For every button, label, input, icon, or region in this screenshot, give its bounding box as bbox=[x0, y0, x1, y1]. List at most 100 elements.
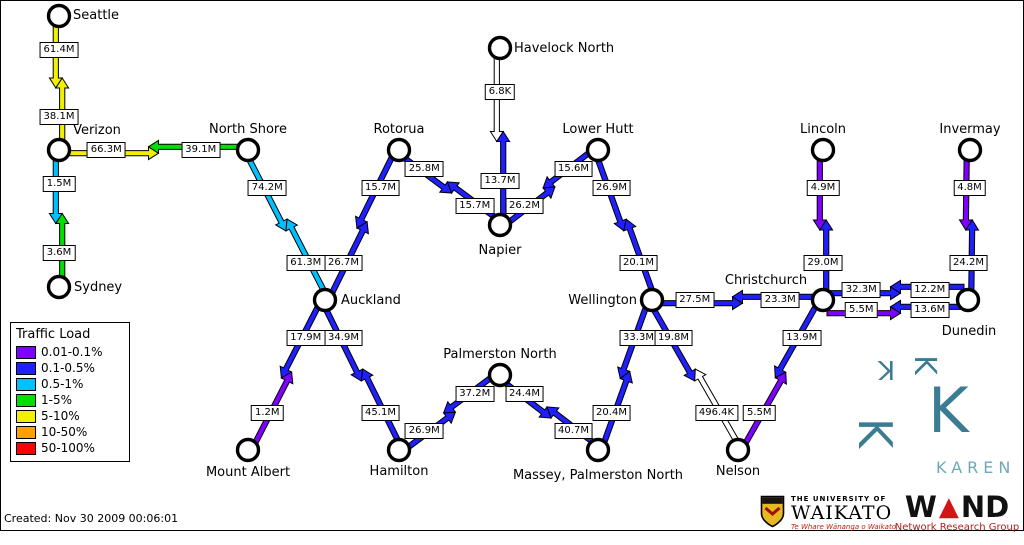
legend-row: 50-100% bbox=[16, 442, 124, 455]
node-label-palmerston-north: Palmerston North bbox=[443, 347, 557, 362]
node-hamilton[interactable] bbox=[386, 437, 412, 463]
node-lower-hutt[interactable] bbox=[585, 137, 611, 163]
waikato-wordmark: WAIKATO bbox=[791, 502, 893, 524]
legend-label: 0.1-0.5% bbox=[41, 361, 95, 375]
legend-swatch-icon bbox=[16, 378, 36, 391]
node-label-massey-palmerston-north: Massey, Palmerston North bbox=[512, 468, 684, 483]
node-sydney[interactable] bbox=[46, 274, 72, 300]
link-label-invermay-dunedin[interactable]: 4.8M bbox=[953, 179, 986, 196]
karen-logo: K K K K KAREN bbox=[848, 348, 1020, 486]
link-label-wellington-massey-palmerston-north[interactable]: 20.4M bbox=[592, 404, 631, 421]
link-label-wellington-massey-palmerston-north[interactable]: 33.3M bbox=[619, 329, 658, 346]
legend-rows: 0.01-0.1%0.1-0.5%0.5-1%1-5%5-10%10-50%50… bbox=[16, 346, 124, 455]
link-label-havelock-north-napier[interactable]: 13.7M bbox=[480, 172, 520, 189]
legend-swatch-icon bbox=[16, 346, 36, 359]
waikato-line1: THE UNIVERSITY OF bbox=[791, 495, 887, 503]
link-label-rotorua-napier[interactable]: 15.7M bbox=[455, 198, 495, 215]
node-label-north-shore: North Shore bbox=[209, 122, 287, 137]
link-label-wellington-nelson[interactable]: 496.4K bbox=[694, 404, 739, 421]
link-label-christchurch-nelson[interactable]: 5.5M bbox=[742, 404, 776, 421]
traffic-load-legend: Traffic Load 0.01-0.1%0.1-0.5%0.5-1%1-5%… bbox=[10, 322, 130, 462]
link-label-christchurch-dunedin[interactable]: 12.2M bbox=[910, 282, 950, 298]
link-label-verizon-sydney[interactable]: 3.6M bbox=[42, 244, 76, 261]
karen-k-glyph-icon: K bbox=[848, 417, 903, 449]
link-label-verizon-sydney[interactable]: 1.5M bbox=[42, 176, 76, 193]
legend-swatch-icon bbox=[16, 362, 36, 375]
legend-row: 0.01-0.1% bbox=[16, 346, 124, 359]
link-label-invermay-dunedin[interactable]: 24.2M bbox=[949, 254, 988, 271]
link-label-wellington-nelson[interactable]: 19.8M bbox=[654, 329, 693, 346]
link-label-auckland-hamilton[interactable]: 34.9M bbox=[324, 329, 363, 346]
node-havelock-north[interactable] bbox=[487, 35, 513, 61]
link-label-north-shore-auckland[interactable]: 61.3M bbox=[286, 254, 326, 271]
waikato-text-block: THE UNIVERSITY OF WAIKATO Te Whare Wānan… bbox=[791, 495, 896, 531]
link-label-palmerston-north-massey-palmerston-north[interactable]: 24.4M bbox=[505, 385, 544, 402]
legend-label: 50-100% bbox=[41, 441, 95, 455]
node-label-christchurch: Christchurch bbox=[724, 273, 808, 288]
waikato-crest-icon bbox=[760, 495, 785, 528]
node-napier[interactable] bbox=[487, 212, 513, 238]
link-label-rotorua-auckland[interactable]: 26.7M bbox=[324, 254, 363, 271]
node-christchurch[interactable] bbox=[810, 287, 836, 313]
link-label-hamilton-palmerston-north[interactable]: 26.9M bbox=[404, 423, 444, 440]
node-auckland[interactable] bbox=[312, 287, 338, 313]
link-label-north-shore-auckland[interactable]: 74.2M bbox=[247, 179, 287, 196]
node-label-lower-hutt: Lower Hutt bbox=[562, 122, 634, 137]
link-label-seattle-verizon[interactable]: 61.4M bbox=[39, 41, 79, 58]
link-label-lincoln-christchurch[interactable]: 29.0M bbox=[803, 254, 843, 271]
legend-swatch-icon bbox=[16, 426, 36, 439]
link-label-lincoln-christchurch[interactable]: 4.9M bbox=[806, 179, 840, 196]
link-label-lower-hutt-napier[interactable]: 26.2M bbox=[505, 198, 544, 215]
node-palmerston-north[interactable] bbox=[487, 362, 513, 388]
legend-row: 10-50% bbox=[16, 426, 124, 439]
waikato-maori-name: Te Whare Wānanga o Waikato bbox=[791, 523, 896, 531]
link-label-lower-hutt-wellington[interactable]: 26.9M bbox=[592, 179, 631, 196]
link-label-auckland-mount-albert[interactable]: 1.2M bbox=[250, 404, 284, 421]
node-invermay[interactable] bbox=[957, 137, 983, 163]
node-north-shore[interactable] bbox=[235, 137, 261, 163]
link-label-palmerston-north-massey-palmerston-north[interactable]: 40.7M bbox=[554, 423, 593, 440]
karen-wordmark: KAREN bbox=[936, 458, 1016, 477]
node-seattle[interactable] bbox=[46, 3, 72, 29]
node-label-verizon: Verizon bbox=[73, 123, 121, 138]
link-label-havelock-north-napier[interactable]: 6.8K bbox=[484, 84, 516, 101]
node-label-lincoln: Lincoln bbox=[799, 122, 847, 137]
node-nelson[interactable] bbox=[725, 437, 751, 463]
link-label-christchurch-dunedin[interactable]: 32.3M bbox=[841, 282, 881, 298]
link-label-verizon-north-shore[interactable]: 39.1M bbox=[181, 142, 221, 158]
link-label-lower-hutt-napier[interactable]: 15.6M bbox=[554, 160, 593, 177]
link-label-christchurch-dunedin[interactable]: 13.6M bbox=[910, 302, 950, 318]
node-label-nelson: Nelson bbox=[715, 464, 761, 479]
link-label-verizon-north-shore[interactable]: 66.3M bbox=[86, 142, 126, 158]
link-label-christchurch-dunedin[interactable]: 5.5M bbox=[844, 302, 878, 318]
link-label-auckland-mount-albert[interactable]: 17.9M bbox=[286, 329, 326, 346]
node-lincoln[interactable] bbox=[810, 137, 836, 163]
created-timestamp: Created: Nov 30 2009 00:06:01 bbox=[4, 512, 179, 525]
link-label-rotorua-napier[interactable]: 25.8M bbox=[404, 160, 444, 177]
link-label-wellington-christchurch[interactable]: 27.5M bbox=[675, 292, 715, 308]
node-verizon[interactable] bbox=[46, 137, 72, 163]
node-massey-palmerston-north[interactable] bbox=[585, 437, 611, 463]
node-rotorua[interactable] bbox=[386, 137, 412, 163]
node-dunedin[interactable] bbox=[955, 287, 981, 313]
legend-label: 0.01-0.1% bbox=[41, 345, 103, 359]
link-label-hamilton-palmerston-north[interactable]: 37.2M bbox=[455, 385, 495, 402]
node-label-napier: Napier bbox=[478, 243, 522, 258]
legend-label: 0.5-1% bbox=[41, 377, 84, 391]
wand-letters-nd: ND bbox=[960, 490, 1010, 524]
link-label-christchurch-nelson[interactable]: 13.9M bbox=[782, 329, 822, 346]
link-label-seattle-verizon[interactable]: 38.1M bbox=[39, 108, 79, 125]
wand-logo: W ▲ ND Network Research Group bbox=[892, 490, 1022, 534]
node-wellington[interactable] bbox=[639, 287, 665, 313]
node-mount-albert[interactable] bbox=[235, 437, 261, 463]
legend-row: 5-10% bbox=[16, 410, 124, 423]
link-label-auckland-hamilton[interactable]: 45.1M bbox=[361, 404, 400, 421]
node-label-hamilton: Hamilton bbox=[369, 464, 429, 479]
legend-swatch-icon bbox=[16, 410, 36, 423]
link-label-lower-hutt-wellington[interactable]: 20.1M bbox=[619, 254, 658, 271]
node-label-seattle: Seattle bbox=[73, 8, 120, 23]
link-label-wellington-christchurch[interactable]: 23.3M bbox=[760, 292, 800, 308]
link-label-rotorua-auckland[interactable]: 15.7M bbox=[361, 179, 400, 196]
wand-subtitle: Network Research Group bbox=[894, 522, 1020, 533]
